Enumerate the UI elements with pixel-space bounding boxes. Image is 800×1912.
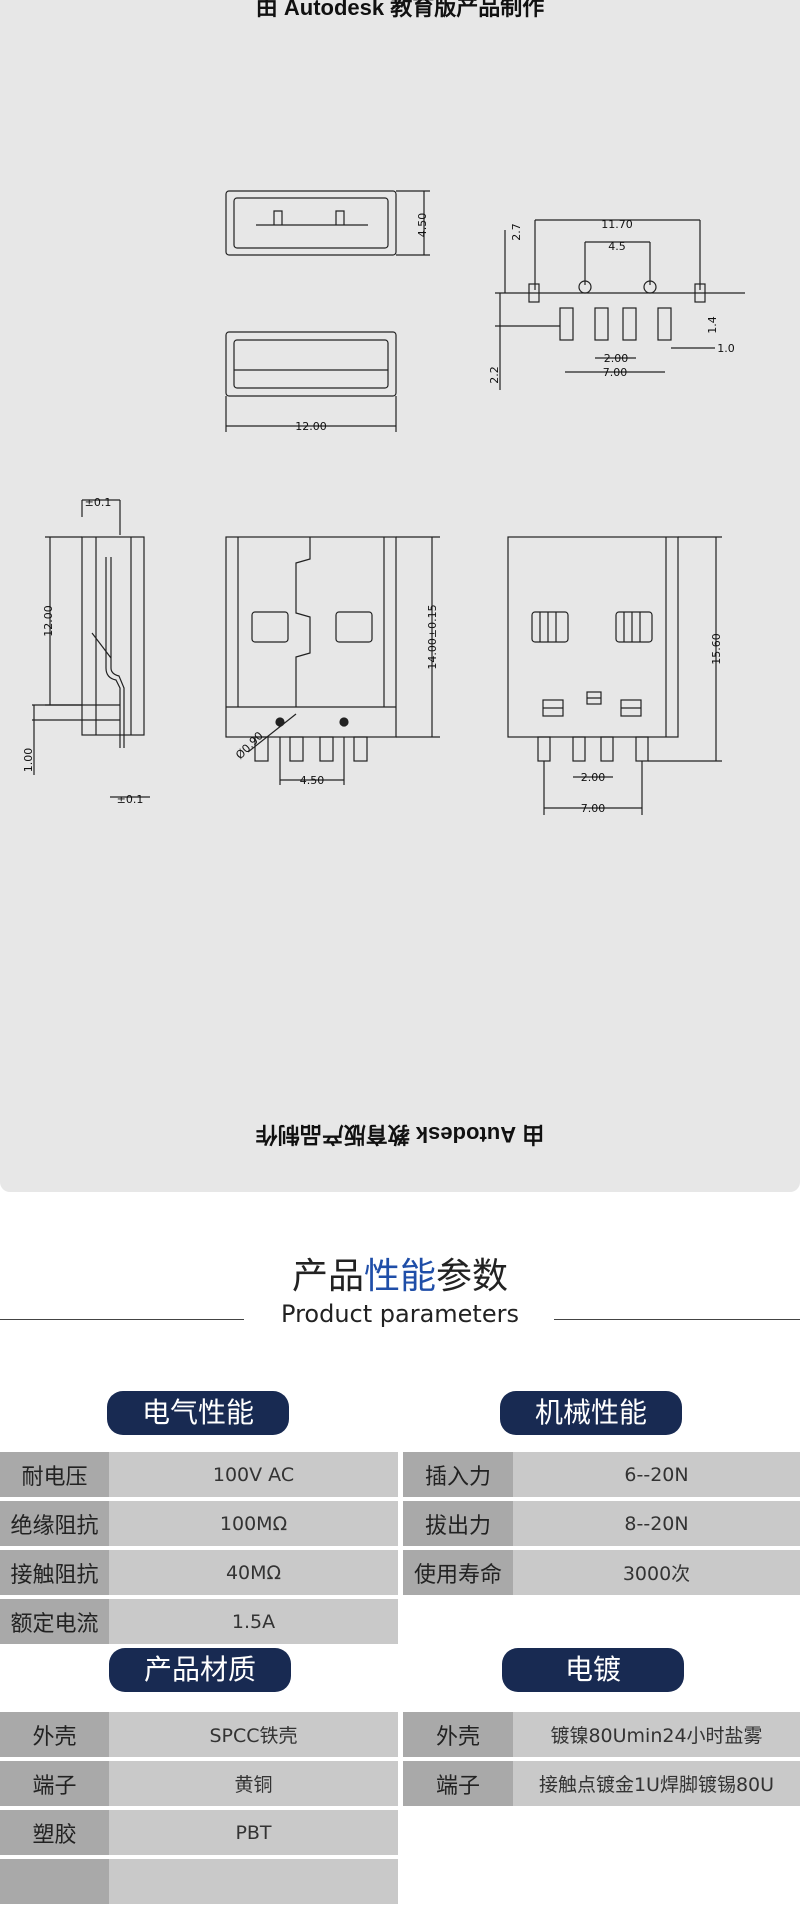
table-row: 外壳 镀镍80Umin24小时盐雾 [403, 1712, 800, 1757]
table-row: 接触阻抗 40MΩ [0, 1550, 398, 1595]
table-row: 端子 黄铜 [0, 1761, 398, 1806]
table-row: 耐电压 100V AC [0, 1452, 398, 1497]
row-label: 耐电压 [0, 1452, 109, 1497]
row-label: 绝缘阻抗 [0, 1501, 109, 1546]
row-label: 接触阻抗 [0, 1550, 109, 1595]
row-label: 外壳 [0, 1712, 109, 1757]
dim-700-footprint: 7.00 [603, 366, 628, 379]
row-value: SPCC铁壳 [109, 1712, 398, 1757]
table-row: 塑胶 PBT [0, 1810, 398, 1855]
table-row: 外壳 SPCC铁壳 [0, 1712, 398, 1757]
watermark-top: 由 Autodesk 教育版产品制作 [255, 0, 545, 20]
subtitle-divider-right [554, 1319, 800, 1320]
row-value: PBT [109, 1810, 398, 1855]
dim-700-back: 7.00 [581, 802, 606, 815]
dim-14: 1.4 [706, 316, 719, 334]
mechanical-heading: 机械性能 [500, 1391, 682, 1435]
row-value: 100MΩ [109, 1501, 398, 1546]
dim-01-top: ±0.1 [85, 496, 112, 509]
row-value: 8--20N [513, 1501, 800, 1546]
row-label: 额定电流 [0, 1599, 109, 1644]
dim-01-bottom: ±0.1 [117, 793, 144, 806]
row-label: 端子 [403, 1761, 513, 1806]
row-value: 黄铜 [109, 1761, 398, 1806]
plating-table: 外壳 镀镍80Umin24小时盐雾 端子 接触点镀金1U焊脚镀锡80U [403, 1708, 800, 1810]
row-label: 端子 [0, 1761, 109, 1806]
dim-phi: Ø0.90 [233, 729, 266, 762]
dim-27: 2.7 [510, 223, 523, 241]
params-title-part2: 参数 [436, 1256, 509, 1297]
row-value: 1.5A [109, 1599, 398, 1644]
row-label [0, 1859, 109, 1904]
params-title-part1: 产品 [291, 1256, 364, 1297]
row-value [109, 1859, 398, 1904]
table-row: 端子 接触点镀金1U焊脚镀锡80U [403, 1761, 800, 1806]
dim-1400: 14.00±0.15 [426, 604, 439, 669]
table-row: 插入力 6--20N [403, 1452, 800, 1497]
row-label: 塑胶 [0, 1810, 109, 1855]
row-label: 外壳 [403, 1712, 513, 1757]
dim-22: 2.2 [488, 366, 501, 384]
table-row: 使用寿命 3000次 [403, 1550, 800, 1595]
front-view: Ø0.90 14.00±0.15 4.50 [225, 536, 440, 787]
dim-200-footprint: 2.00 [604, 352, 629, 365]
row-value: 40MΩ [109, 1550, 398, 1595]
dim-10: 1.0 [717, 342, 735, 355]
dim-1200-side: 12.00 [42, 605, 55, 637]
technical-drawing-panel: 由 Autodesk 教育版产品制作 4.50 12.00 [0, 0, 800, 1192]
dim-1170: 11.70 [601, 218, 633, 231]
pcb-footprint: 11.70 4.5 2.7 1.4 1.0 2.00 7.00 [488, 218, 745, 390]
usb-connector-drawing: 4.50 12.00 11.70 4.5 [22, 190, 745, 815]
dim-1560: 15.60 [710, 633, 723, 665]
table-row [0, 1859, 398, 1904]
dim-200-back: 2.00 [581, 771, 606, 784]
row-label: 使用寿命 [403, 1550, 513, 1595]
dim-450-top: 4.50 [416, 213, 429, 238]
dim-45-pins: 4.5 [608, 240, 626, 253]
dim-450-front: 4.50 [300, 774, 325, 787]
table-row: 额定电流 1.5A [0, 1599, 398, 1644]
table-row: 拔出力 8--20N [403, 1501, 800, 1546]
material-heading: 产品材质 [109, 1648, 291, 1692]
mechanical-table: 插入力 6--20N 拔出力 8--20N 使用寿命 3000次 [403, 1448, 800, 1599]
params-title-accent: 性能 [363, 1256, 436, 1297]
table-row: 绝缘阻抗 100MΩ [0, 1501, 398, 1546]
row-value: 100V AC [109, 1452, 398, 1497]
params-title: 产品性能参数 [0, 1247, 800, 1299]
row-value: 镀镍80Umin24小时盐雾 [513, 1712, 800, 1757]
watermark-bottom: 由 Autodesk 教育版产品制作 [255, 1122, 545, 1147]
row-label: 插入力 [403, 1452, 513, 1497]
end-view-top: 4.50 [225, 190, 430, 256]
electrical-heading: 电气性能 [107, 1391, 289, 1435]
row-value: 接触点镀金1U焊脚镀锡80U [513, 1761, 800, 1806]
side-view: ±0.1 12.00 1.00 ±0.1 [22, 496, 150, 806]
plating-heading: 电镀 [502, 1648, 684, 1692]
row-value: 3000次 [513, 1550, 800, 1595]
subtitle-divider-left [0, 1319, 244, 1320]
row-label: 拔出力 [403, 1501, 513, 1546]
params-subtitle-row: Product parameters [0, 1300, 800, 1336]
material-table: 外壳 SPCC铁壳 端子 黄铜 塑胶 PBT [0, 1708, 398, 1908]
electrical-table: 耐电压 100V AC 绝缘阻抗 100MΩ 接触阻抗 40MΩ 额定电流 1.… [0, 1448, 398, 1648]
back-view: 15.60 2.00 7.00 [507, 536, 723, 815]
row-value: 6--20N [513, 1452, 800, 1497]
params-subtitle: Product parameters [281, 1300, 519, 1328]
dim-1200-width: 12.00 [295, 420, 327, 433]
end-view-bottom: 12.00 [225, 331, 397, 433]
dim-100: 1.00 [22, 748, 35, 773]
